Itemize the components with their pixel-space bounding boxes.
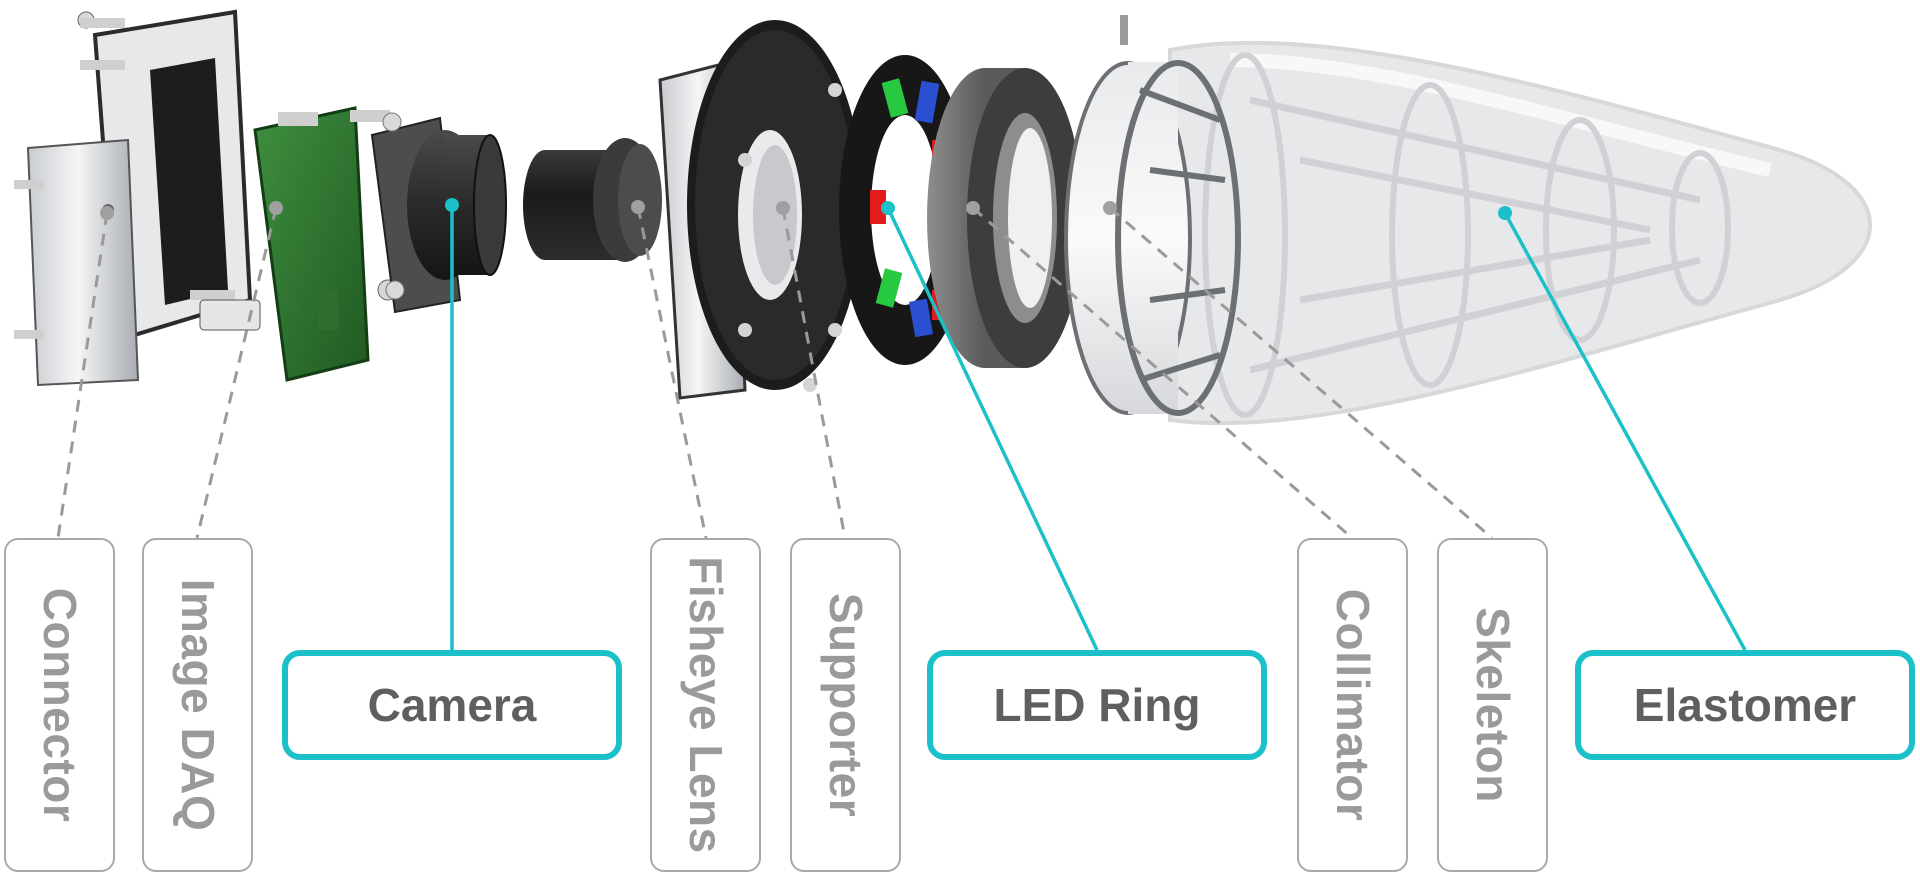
fisheye-lens-label-text: Fisheye Lens (679, 556, 732, 854)
led-ring-leader-line (886, 207, 1099, 651)
connector-anchor-dot (100, 206, 114, 220)
camera-part (370, 112, 507, 314)
image-daq-part (253, 106, 399, 382)
led-ring-label-text: LED Ring (993, 679, 1201, 731)
fisheye-lens-part (523, 138, 662, 262)
skeleton-anchor-dot (1103, 201, 1117, 215)
elastomer-part (1168, 40, 1872, 426)
image-daq-label-text: Image DAQ (171, 578, 224, 832)
leader-lines (56, 198, 1747, 651)
connector-label-text: Connector (33, 587, 86, 823)
led-ring-anchor-dot (881, 201, 895, 215)
skeleton-label-text: Skeleton (1466, 607, 1519, 803)
camera-anchor-dot (445, 198, 459, 212)
supporter-anchor-dot (776, 201, 790, 215)
skeleton-part (1064, 15, 1241, 416)
fisheye-lens-leader-line (636, 206, 708, 539)
collimator-anchor-dot (966, 201, 980, 215)
image-daq-anchor-dot (269, 201, 283, 215)
elastomer-label-text: Elastomer (1633, 679, 1857, 731)
supporter-label-text: Supporter (819, 592, 872, 818)
camera-label-text: Camera (367, 679, 537, 731)
fisheye-lens-label-box: Fisheye Lens (650, 538, 761, 872)
connector-part (14, 9, 261, 387)
elastomer-anchor-dot (1498, 206, 1512, 220)
led-ring-label-box: LED Ring (927, 650, 1267, 760)
camera-label-box: Camera (282, 650, 622, 760)
supporter-part (658, 20, 863, 400)
collimator-label-box: Collimator (1297, 538, 1408, 872)
supporter-label-box: Supporter (790, 538, 901, 872)
image-daq-leader-line (195, 207, 278, 539)
skeleton-leader-line (1109, 206, 1493, 540)
connector-label-box: Connector (4, 538, 115, 872)
fisheye-lens-anchor-dot (631, 200, 645, 214)
collimator-label-text: Collimator (1326, 588, 1379, 822)
connector-leader-line (56, 212, 109, 539)
skeleton-label-box: Skeleton (1437, 538, 1548, 872)
collimator-part (927, 68, 1083, 368)
elastomer-leader-line (1503, 212, 1747, 651)
image-daq-label-box: Image DAQ (142, 538, 253, 872)
elastomer-label-box: Elastomer (1575, 650, 1915, 760)
supporter-leader-line (781, 207, 847, 539)
